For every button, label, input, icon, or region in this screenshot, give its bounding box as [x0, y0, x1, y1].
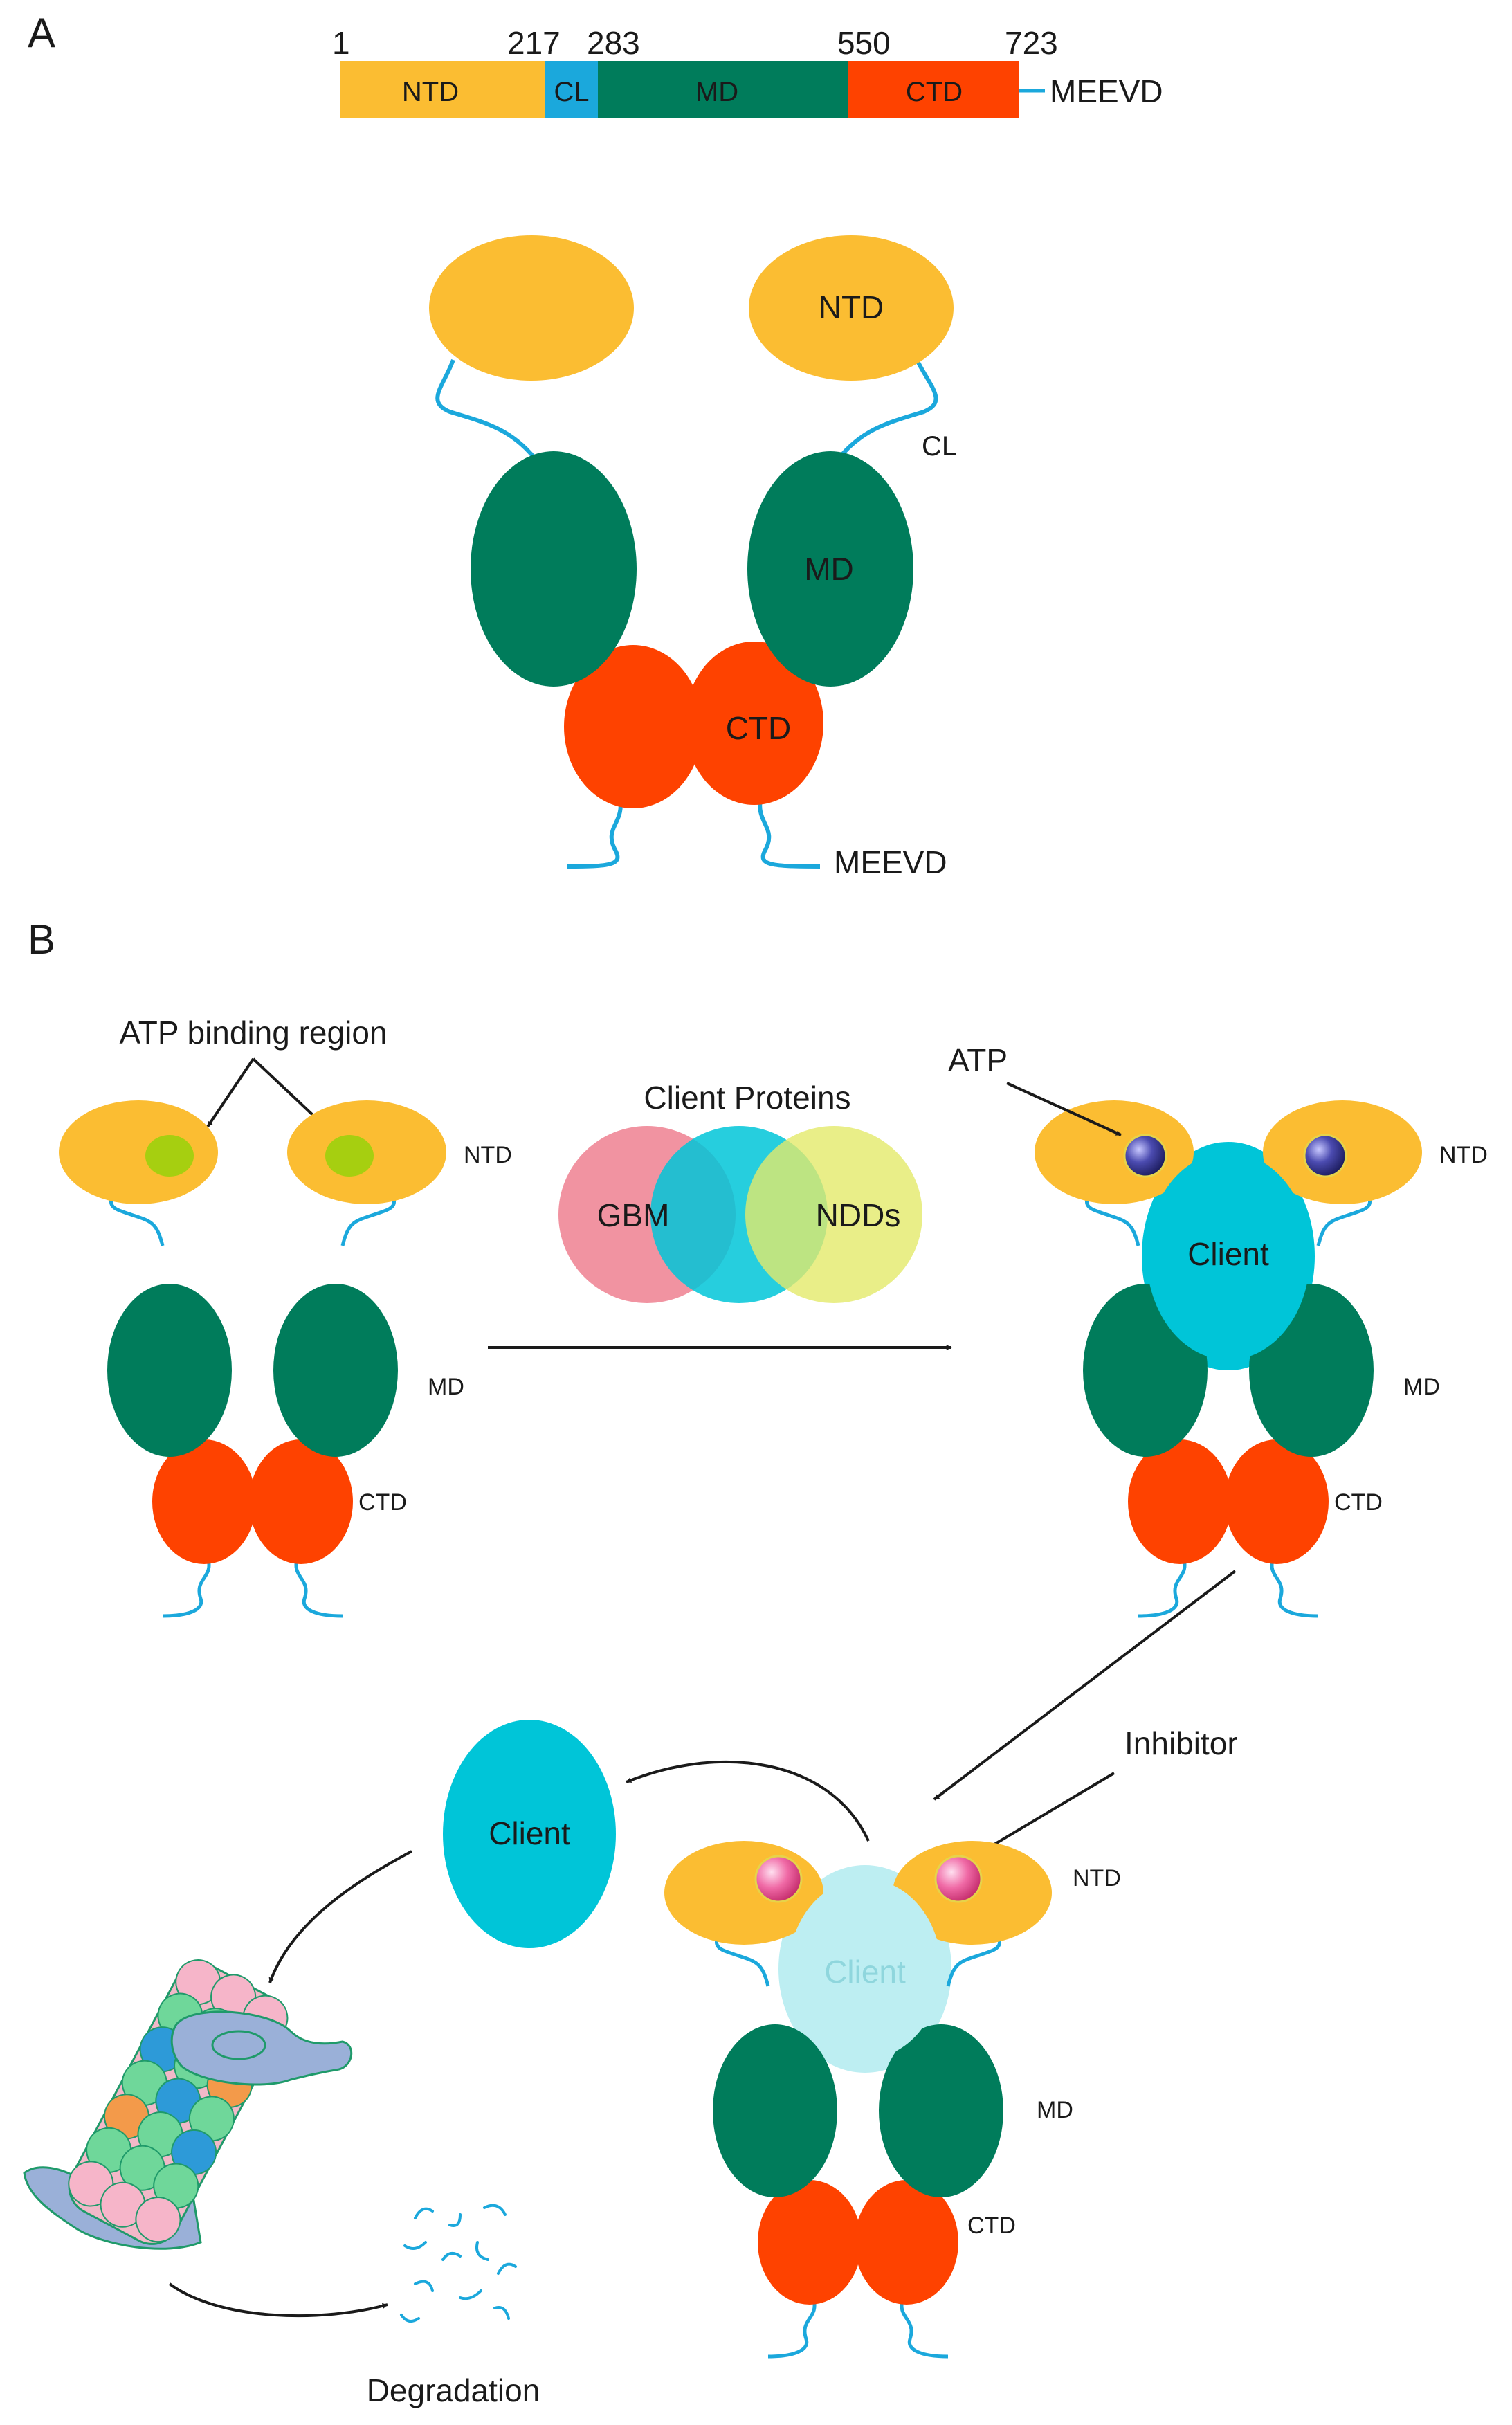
released-client [443, 1720, 616, 1948]
md-left [471, 451, 637, 687]
inhibited-md-label: MD [1037, 2097, 1073, 2123]
ntd-right [749, 235, 954, 381]
ntd-left [429, 235, 634, 381]
domain-cl-label: CL [554, 77, 589, 107]
released-client-label: Client [489, 1815, 570, 1851]
atp-binding-region-label: ATP binding region [119, 1015, 387, 1051]
panel-a-md-label: MD [804, 551, 854, 587]
panel-a-label: A [28, 10, 55, 56]
panel-b-label: B [28, 916, 55, 963]
bound-ntd-label: NTD [1439, 1142, 1488, 1168]
client-bound-label: Client [1187, 1236, 1269, 1272]
client-bound-center [1147, 1152, 1310, 1360]
venn-gbm-label: GBM [597, 1197, 670, 1233]
atp-site-right [325, 1135, 374, 1177]
domain-ctd-label: CTD [906, 77, 963, 107]
inhibited-ntd-label: NTD [1073, 1865, 1121, 1891]
domain-meevd-label: MEEVD [1050, 73, 1163, 109]
apo-md-label: MD [428, 1374, 464, 1400]
domain-md-segment [598, 61, 848, 118]
inhibited-ctd-label: CTD [967, 2213, 1016, 2239]
domain-position-550: 550 [837, 25, 891, 61]
apo-ntd-label: NTD [464, 1142, 512, 1168]
inhibitor-molecule-right [934, 1855, 983, 1903]
atp-molecule-right [1303, 1134, 1347, 1178]
atp-label: ATP [948, 1042, 1008, 1078]
domain-cl-segment [545, 61, 598, 118]
panel-a-ctd-label: CTD [726, 710, 792, 746]
atp-binding-arrow-left [206, 1057, 255, 1128]
inhibitor-pointer-arrow [981, 1772, 1115, 1853]
atp-molecule-left [1123, 1134, 1167, 1178]
md-right [747, 451, 913, 687]
venn-ndds-label: NDDs [816, 1197, 901, 1233]
inhibitor-molecule-left [754, 1855, 803, 1903]
peptide-fragments-icon [400, 2204, 517, 2323]
domain-position-217: 217 [507, 25, 561, 61]
panel-a-cl-label: CL [922, 431, 957, 462]
atp-site-left [145, 1135, 194, 1177]
domain-position-283: 283 [587, 25, 640, 61]
domain-ntd-label: NTD [402, 77, 459, 107]
transition-arrow-client-to-inhibited [933, 1570, 1237, 1801]
panel-b-inhibited-dimer [664, 1841, 1052, 2356]
domain-md-label: MD [695, 77, 738, 107]
domain-ntd-segment [340, 61, 545, 118]
atp-pointer-arrow [1006, 1082, 1122, 1136]
proteasome-to-degradation-arrow [168, 2282, 388, 2318]
venn-ndds-circle [745, 1126, 922, 1303]
faded-client-label: Client [824, 1954, 906, 1990]
panel-a-meevd-label: MEEVD [834, 844, 947, 880]
ctd-left [564, 645, 702, 808]
bound-md-label: MD [1403, 1374, 1440, 1400]
domain-position-723: 723 [1005, 25, 1058, 61]
client-to-proteasome-arrow [268, 1850, 412, 1983]
ctd-right [685, 642, 823, 805]
panel-a-ntd-label: NTD [819, 289, 884, 325]
client-proteins-venn [558, 1126, 922, 1303]
inhibitor-label: Inhibitor [1124, 1725, 1238, 1761]
degradation-label: Degradation [367, 2372, 540, 2408]
panel-b-apo-dimer [59, 1100, 446, 1616]
panel-a-hsp90-dimer [429, 235, 954, 869]
client-proteins-title: Client Proteins [644, 1080, 850, 1116]
domain-ctd-segment [848, 61, 1019, 118]
client-faded-center [789, 1879, 941, 2059]
domain-position-1: 1 [332, 25, 350, 61]
proteasome-icon [23, 1959, 353, 2250]
bound-ctd-label: CTD [1334, 1489, 1383, 1516]
apo-ctd-label: CTD [358, 1489, 407, 1516]
client-release-arrow [626, 1760, 870, 1842]
